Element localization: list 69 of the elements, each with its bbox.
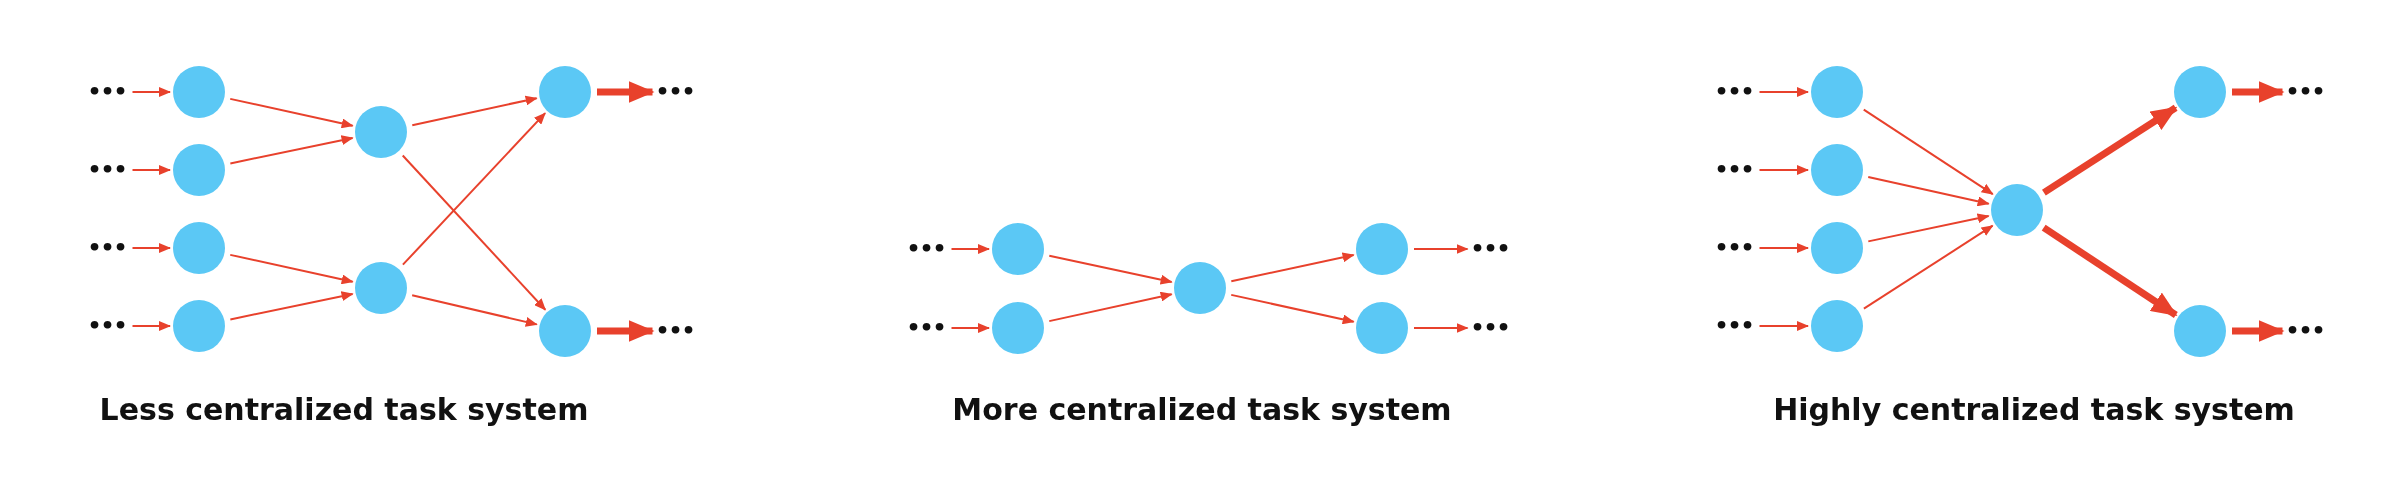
circle-node — [1811, 222, 1863, 274]
arrow — [1758, 243, 1809, 253]
ellipsis-text: ••• — [2285, 320, 2325, 342]
ellipsis-text: ••• — [87, 159, 127, 181]
ellipsis-text: ••• — [2285, 81, 2325, 103]
arrow — [401, 154, 547, 311]
circle-node — [1991, 184, 2043, 236]
arrow — [1758, 321, 1809, 331]
ellipsis-text: ••• — [87, 81, 127, 103]
arrow — [411, 95, 538, 127]
arrow — [131, 165, 171, 175]
arrow — [1862, 224, 1994, 310]
circle-node — [355, 106, 407, 158]
circle-node — [2174, 66, 2226, 118]
arrow — [229, 253, 354, 285]
circle-node — [1811, 66, 1863, 118]
circle-node — [1811, 144, 1863, 196]
arrow — [950, 323, 990, 333]
circle-node — [173, 300, 225, 352]
arrow — [2041, 224, 2178, 318]
ellipsis-text: ••• — [1714, 315, 1754, 337]
ellipsis-text: ••• — [1470, 317, 1510, 339]
arrow — [229, 291, 354, 321]
arrow — [1048, 254, 1173, 285]
ellipsis-text: ••• — [1714, 81, 1754, 103]
arrow — [229, 135, 354, 165]
ellipsis-text: ••• — [655, 81, 695, 103]
arrow — [1413, 244, 1469, 254]
circle-node — [992, 223, 1044, 275]
arrow — [411, 294, 538, 327]
circle-node — [1811, 300, 1863, 352]
ellipsis-text: ••• — [1470, 238, 1510, 260]
ellipsis-text: ••• — [1714, 237, 1754, 259]
circle-node — [173, 222, 225, 274]
arrow — [131, 321, 171, 331]
circle-node — [1356, 223, 1408, 275]
ellipsis-text: ••• — [655, 320, 695, 342]
ellipsis-text: ••• — [1714, 159, 1754, 181]
circle-node — [1174, 262, 1226, 314]
circle-node — [355, 262, 407, 314]
arrow — [950, 244, 990, 254]
arrow — [131, 87, 171, 97]
ellipsis-text: ••• — [906, 317, 946, 339]
arrow — [131, 243, 171, 253]
arrow — [229, 97, 354, 129]
circle-node — [539, 305, 591, 357]
diagram-caption: More centralized task system — [952, 392, 1452, 427]
arrow — [1048, 291, 1173, 323]
ellipsis-text: ••• — [87, 237, 127, 259]
arrow — [1758, 87, 1809, 97]
arrow — [1230, 252, 1355, 283]
circle-node — [173, 144, 225, 196]
circle-node — [1356, 302, 1408, 354]
arrow — [2042, 104, 2178, 196]
arrow — [1230, 293, 1355, 325]
circle-node — [992, 302, 1044, 354]
arrow — [1413, 323, 1469, 333]
ellipsis-text: ••• — [906, 238, 946, 260]
circle-node — [173, 66, 225, 118]
arrow — [1867, 213, 1990, 243]
arrow — [1862, 108, 1994, 196]
arrow — [1867, 175, 1990, 207]
diagram-caption: Highly centralized task system — [1773, 392, 2295, 427]
diagram-caption: Less centralized task system — [99, 392, 589, 427]
arrow — [401, 112, 547, 266]
ellipsis-text: ••• — [87, 315, 127, 337]
circle-node — [539, 66, 591, 118]
circle-node — [2174, 305, 2226, 357]
arrow — [1758, 165, 1809, 175]
